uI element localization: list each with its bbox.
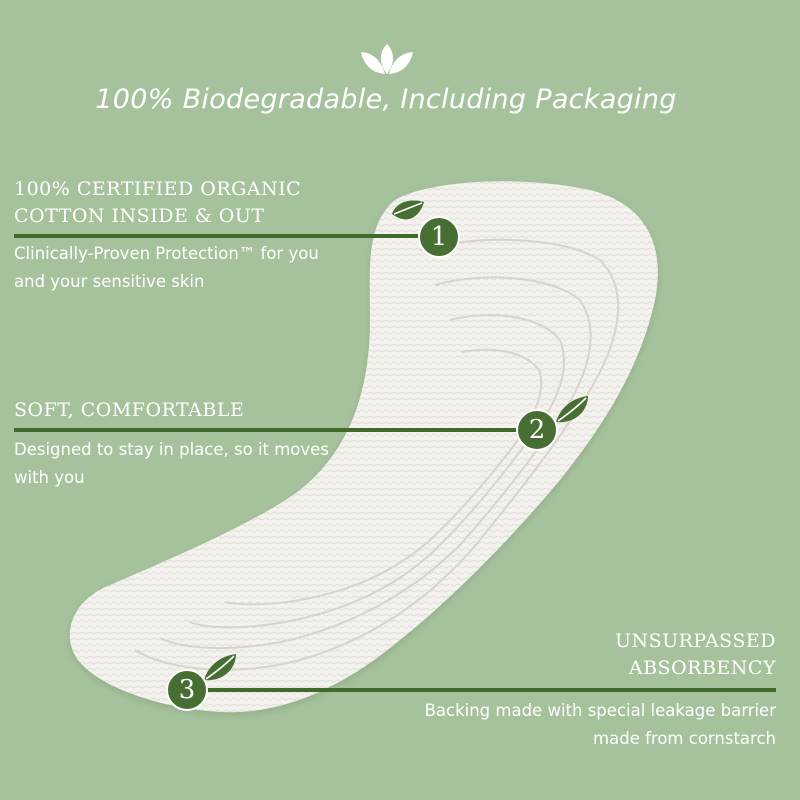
feature-1-rule bbox=[14, 234, 418, 238]
feature-3-number-badge: 3 bbox=[166, 669, 208, 711]
leaf-icon bbox=[204, 654, 236, 681]
feature-3-rule bbox=[206, 688, 776, 692]
feature-3-title: UNSURPASSED ABSORBENCY bbox=[614, 630, 776, 679]
feature-2-rule bbox=[14, 428, 518, 432]
feature-1-description: Clinically-Proven Protection™ for you an… bbox=[14, 244, 319, 291]
feature-3-description: Backing made with special leakage barrie… bbox=[424, 701, 776, 748]
pad-shape bbox=[69, 181, 658, 713]
feature-1-number-badge: 1 bbox=[418, 216, 460, 258]
leaf-icon bbox=[392, 200, 424, 220]
feature-2-description: Designed to stay in place, so it moves w… bbox=[14, 440, 329, 487]
feature-2-number-badge: 2 bbox=[516, 409, 558, 451]
leaves-icon bbox=[361, 44, 413, 74]
leaf-icon bbox=[556, 396, 588, 423]
feature-2-title: SOFT, COMFORTABLE bbox=[14, 399, 245, 421]
feature-1-title: 100% CERTIFIED ORGANIC COTTON INSIDE & O… bbox=[14, 178, 302, 227]
headline: 100% Biodegradable, Including Packaging bbox=[95, 84, 677, 115]
